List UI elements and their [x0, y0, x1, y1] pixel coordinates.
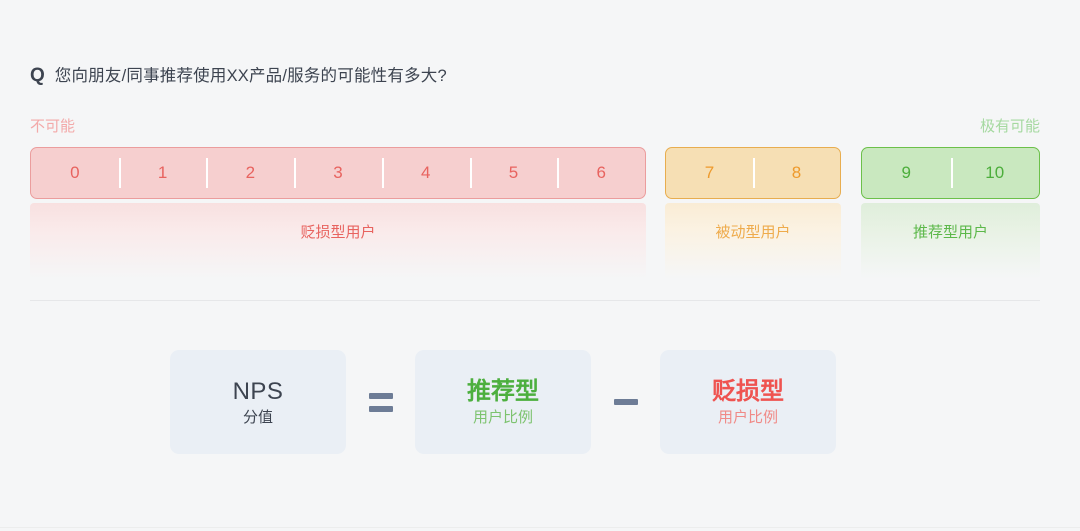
group-label-promoter: 推荐型用户: [861, 203, 1040, 279]
formula-promoter-title: 推荐型: [467, 377, 539, 405]
minus-bar: [613, 399, 638, 405]
group-label-detractor: 贬损型用户: [30, 203, 646, 279]
scale-option-5[interactable]: 5: [469, 148, 558, 198]
formula-nps-title: NPS: [232, 377, 284, 405]
formula-nps-box: NPS 分值: [170, 350, 346, 454]
scale-option-0[interactable]: 0: [70, 163, 80, 182]
question-row: Q 您向朋友/同事推荐使用XX产品/服务的可能性有多大?: [30, 62, 447, 87]
formula-detractor-subtitle: 用户比例: [717, 408, 778, 426]
scale-option-10[interactable]: 10: [950, 148, 1040, 198]
formula-nps-subtitle: 分值: [242, 408, 273, 426]
scale-option-9[interactable]: 9: [901, 163, 911, 182]
scale-group-passive: 7 8: [665, 147, 841, 199]
scale-option-3[interactable]: 3: [294, 148, 382, 198]
scale-option-2[interactable]: 2: [206, 148, 294, 198]
scale-option-4[interactable]: 4: [381, 148, 470, 198]
equals-icon: [346, 392, 415, 412]
nps-formula: NPS 分值 推荐型 用户比例 贬损型 用户比例: [170, 350, 836, 454]
formula-detractor-title: 贬损型: [712, 377, 784, 405]
scale-group-detractor: 0 1 2 3 4 5 6: [30, 147, 646, 199]
equals-bar-bottom: [368, 405, 393, 412]
scale-right-label: 极有可能: [979, 118, 1040, 135]
minus-icon: [591, 399, 660, 405]
scale-option-1[interactable]: 1: [118, 148, 207, 198]
section-divider: [30, 300, 1040, 301]
scale-option-8[interactable]: 8: [753, 148, 840, 198]
question-text: 您向朋友/同事推荐使用XX产品/服务的可能性有多大?: [54, 67, 447, 85]
scale-option-7[interactable]: 7: [704, 163, 715, 182]
question-marker: Q: [30, 65, 45, 86]
bottom-divider: [0, 527, 1080, 528]
formula-detractor-box: 贬损型 用户比例: [660, 350, 836, 454]
scale-left-label: 不可能: [30, 118, 76, 135]
equals-bar-top: [368, 392, 393, 399]
formula-promoter-box: 推荐型 用户比例: [415, 350, 591, 454]
group-label-passive: 被动型用户: [665, 203, 841, 279]
scale-group-promoter: 9 10: [861, 147, 1040, 199]
formula-promoter-subtitle: 用户比例: [472, 408, 533, 426]
scale-option-6[interactable]: 6: [557, 148, 645, 198]
